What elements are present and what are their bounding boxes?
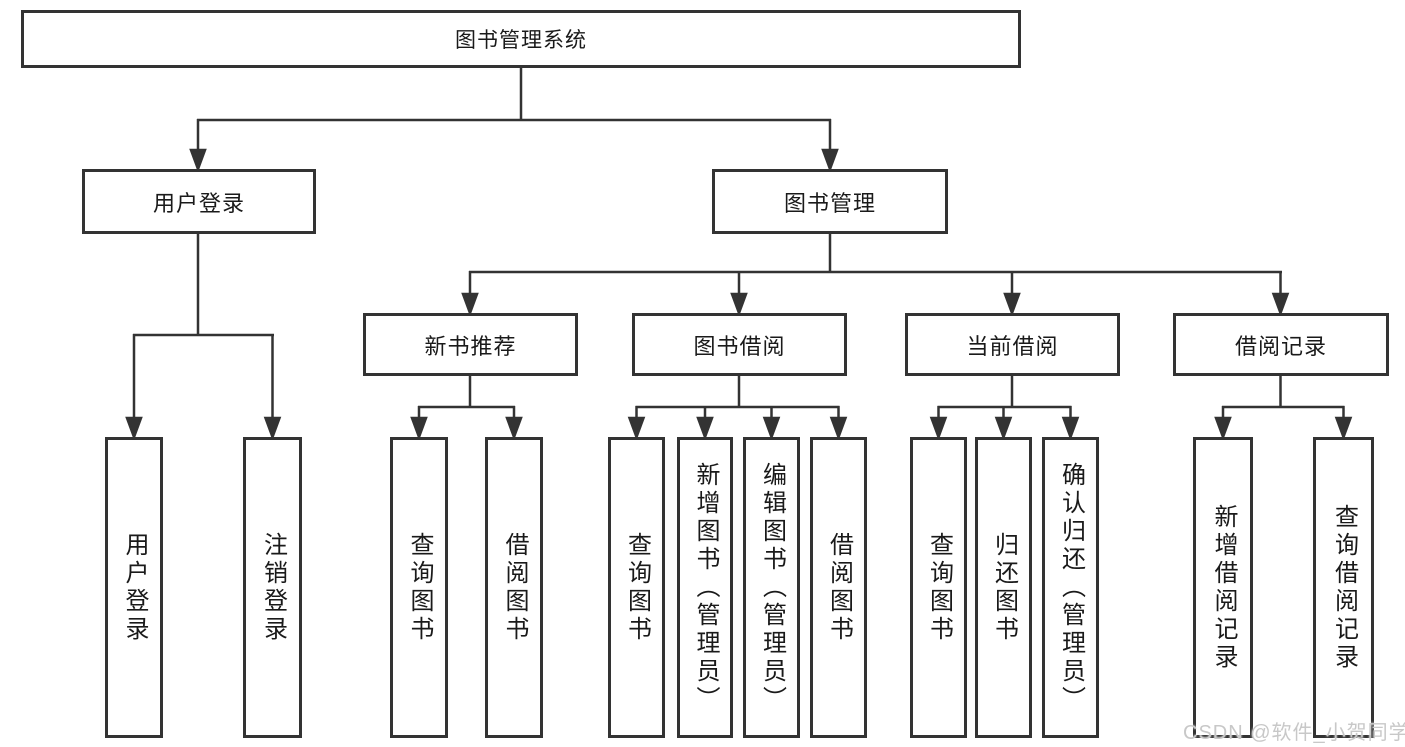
leaf-label: 编辑图书（管理员）	[758, 461, 786, 714]
leaf-label: 查询图书	[406, 531, 433, 644]
leaf-label: 归还图书	[990, 531, 1018, 644]
leaf-query-books-1: 查询图书	[390, 437, 448, 738]
node-new-book-recommend: 新书推荐	[363, 313, 578, 376]
leaf-borrow-books-1: 借阅图书	[485, 437, 543, 738]
leaf-add-borrow-record: 新增借阅记录	[1193, 437, 1253, 738]
leaf-label: 新增图书（管理员）	[692, 461, 719, 714]
node-current-borrowing: 当前借阅	[905, 313, 1120, 376]
watermark: CSDN @软件_小贺同学	[1183, 722, 1405, 744]
node-library-management-system: 图书管理系统	[21, 10, 1021, 68]
node-book-management: 图书管理	[712, 169, 948, 234]
leaf-confirm-return-admin: 确认归还（管理员）	[1042, 437, 1099, 738]
node-label: 用户登录	[152, 190, 245, 216]
node-user-login: 用户登录	[82, 169, 316, 234]
node-label: 图书管理	[783, 190, 876, 216]
leaf-label: 借阅图书	[825, 531, 853, 644]
leaf-query-books-3: 查询图书	[910, 437, 967, 738]
leaf-user-login: 用户登录	[105, 437, 163, 738]
node-borrowing-records: 借阅记录	[1173, 313, 1389, 376]
node-label: 当前借阅	[966, 333, 1059, 359]
leaf-label: 用户登录	[121, 531, 148, 644]
node-label: 新书推荐	[424, 333, 517, 359]
leaf-logout: 注销登录	[243, 437, 302, 738]
leaf-borrow-books-2: 借阅图书	[810, 437, 867, 738]
leaf-label: 注销登录	[259, 531, 287, 644]
leaf-add-books-admin: 新增图书（管理员）	[677, 437, 733, 738]
leaf-label: 查询图书	[925, 531, 953, 644]
leaf-label: 借阅图书	[501, 531, 528, 644]
node-label: 借阅记录	[1234, 333, 1327, 359]
leaf-return-books: 归还图书	[975, 437, 1032, 738]
leaf-label: 新增借阅记录	[1210, 503, 1237, 672]
leaf-label: 查询图书	[623, 531, 651, 644]
leaf-label: 确认归还（管理员）	[1057, 461, 1085, 714]
leaf-edit-books-admin: 编辑图书（管理员）	[743, 437, 800, 738]
leaf-query-borrow-record: 查询借阅记录	[1313, 437, 1374, 738]
node-label: 图书借阅	[693, 333, 786, 359]
node-label: 图书管理系统	[455, 29, 587, 52]
leaf-label: 查询借阅记录	[1330, 503, 1358, 672]
node-book-borrowing: 图书借阅	[632, 313, 847, 376]
leaf-query-books-2: 查询图书	[608, 437, 665, 738]
